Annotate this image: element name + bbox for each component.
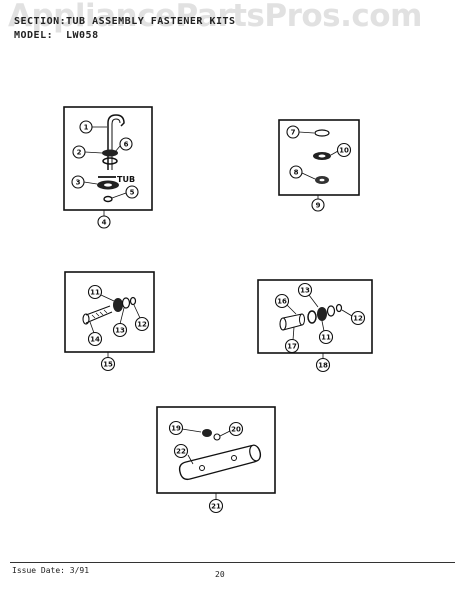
section-label: SECTION:	[14, 16, 67, 27]
callout-15: 15	[100, 356, 116, 372]
screw-part	[213, 433, 221, 441]
callout-10: 10	[336, 142, 352, 158]
callout-3: 3	[71, 175, 85, 189]
grommet-hole	[104, 183, 112, 187]
panel-kit-4: TUB 1 2 6 3 5 4	[63, 106, 153, 229]
callout-17: 17	[284, 338, 300, 354]
issue-date: Issue Date: 3/91	[12, 566, 90, 575]
sleeve-part	[299, 313, 305, 326]
svg-text:8: 8	[294, 169, 299, 177]
callout-2: 2	[72, 145, 86, 159]
panel-kit-18: 13 16 12 17 11 18	[257, 279, 373, 373]
svg-text:7: 7	[291, 129, 296, 137]
washer-part	[102, 157, 118, 165]
callout-7: 7	[286, 125, 300, 139]
svg-text:16: 16	[277, 298, 287, 306]
grommet-part	[317, 307, 327, 321]
svg-text:2: 2	[77, 149, 82, 157]
callout-20: 20	[228, 421, 244, 437]
grommet-part	[202, 429, 212, 437]
hook-bolt-part	[107, 114, 125, 170]
tub-label: TUB	[117, 175, 135, 184]
callout-5: 5	[125, 185, 139, 199]
callout-22: 22	[173, 443, 189, 459]
svg-text:15: 15	[103, 361, 113, 369]
callout-13-b: 13	[297, 282, 313, 298]
washer-part	[314, 129, 330, 137]
washer-part	[121, 297, 131, 309]
svg-text:3: 3	[76, 179, 81, 187]
callout-12-b: 12	[350, 310, 366, 326]
svg-text:12: 12	[353, 315, 363, 323]
svg-text:12: 12	[137, 321, 147, 329]
callout-11-b: 11	[318, 329, 334, 345]
panel-frame	[63, 106, 153, 211]
callout-9: 9	[311, 198, 325, 212]
callout-6: 6	[119, 137, 133, 151]
panel-kit-21: 19 20 22 21	[156, 406, 276, 514]
model-value: LW058	[66, 30, 99, 41]
svg-text:5: 5	[130, 189, 135, 197]
bolt-head	[82, 313, 90, 325]
callout-13: 13	[112, 322, 128, 338]
svg-text:4: 4	[102, 219, 107, 227]
svg-text:9: 9	[316, 202, 321, 210]
section-value: TUB ASSEMBLY FASTENER KITS	[66, 16, 236, 27]
callout-19: 19	[168, 420, 184, 436]
tube-hole-1	[199, 465, 205, 471]
bolt-head	[279, 317, 287, 331]
callout-21: 21	[208, 498, 224, 514]
panel-kit-9: 7 10 8 9	[278, 119, 360, 212]
grommet-part	[113, 298, 123, 312]
svg-text:11: 11	[90, 289, 100, 297]
svg-text:11: 11	[321, 334, 331, 342]
svg-text:17: 17	[287, 343, 297, 351]
svg-text:14: 14	[90, 336, 100, 344]
tube-end	[249, 444, 261, 462]
tube-hole-2	[231, 455, 237, 461]
callout-16: 16	[274, 293, 290, 309]
svg-text:18: 18	[318, 362, 328, 370]
nut-part	[102, 149, 118, 157]
panel-frame	[257, 279, 373, 354]
hook-bolt-outline	[111, 118, 121, 170]
svg-text:22: 22	[176, 448, 186, 456]
washer-part	[307, 310, 317, 324]
svg-text:20: 20	[231, 426, 241, 434]
svg-text:13: 13	[300, 287, 310, 295]
panel-frame	[278, 119, 360, 196]
svg-text:6: 6	[124, 141, 129, 149]
callout-4: 4	[97, 215, 111, 229]
callout-11: 11	[87, 284, 103, 300]
callout-14: 14	[87, 331, 103, 347]
panel-frame	[64, 271, 155, 353]
callout-12: 12	[134, 316, 150, 332]
callout-8: 8	[289, 165, 303, 179]
panel-kit-15: 11 13 12 14 15	[64, 271, 155, 372]
model-label: MODEL:	[14, 30, 54, 41]
page-number: 20	[215, 570, 225, 579]
callout-1: 1	[79, 120, 93, 134]
svg-text:19: 19	[171, 425, 181, 433]
nut-part	[129, 296, 137, 306]
svg-text:21: 21	[211, 503, 221, 511]
nut-part	[335, 303, 343, 313]
svg-text:1: 1	[84, 124, 89, 132]
footer-rule	[10, 562, 455, 563]
svg-text:13: 13	[115, 327, 125, 335]
washer-part-2	[326, 305, 336, 317]
svg-text:10: 10	[339, 147, 349, 155]
cap-nut-part	[103, 195, 113, 203]
callout-18: 18	[315, 357, 331, 373]
